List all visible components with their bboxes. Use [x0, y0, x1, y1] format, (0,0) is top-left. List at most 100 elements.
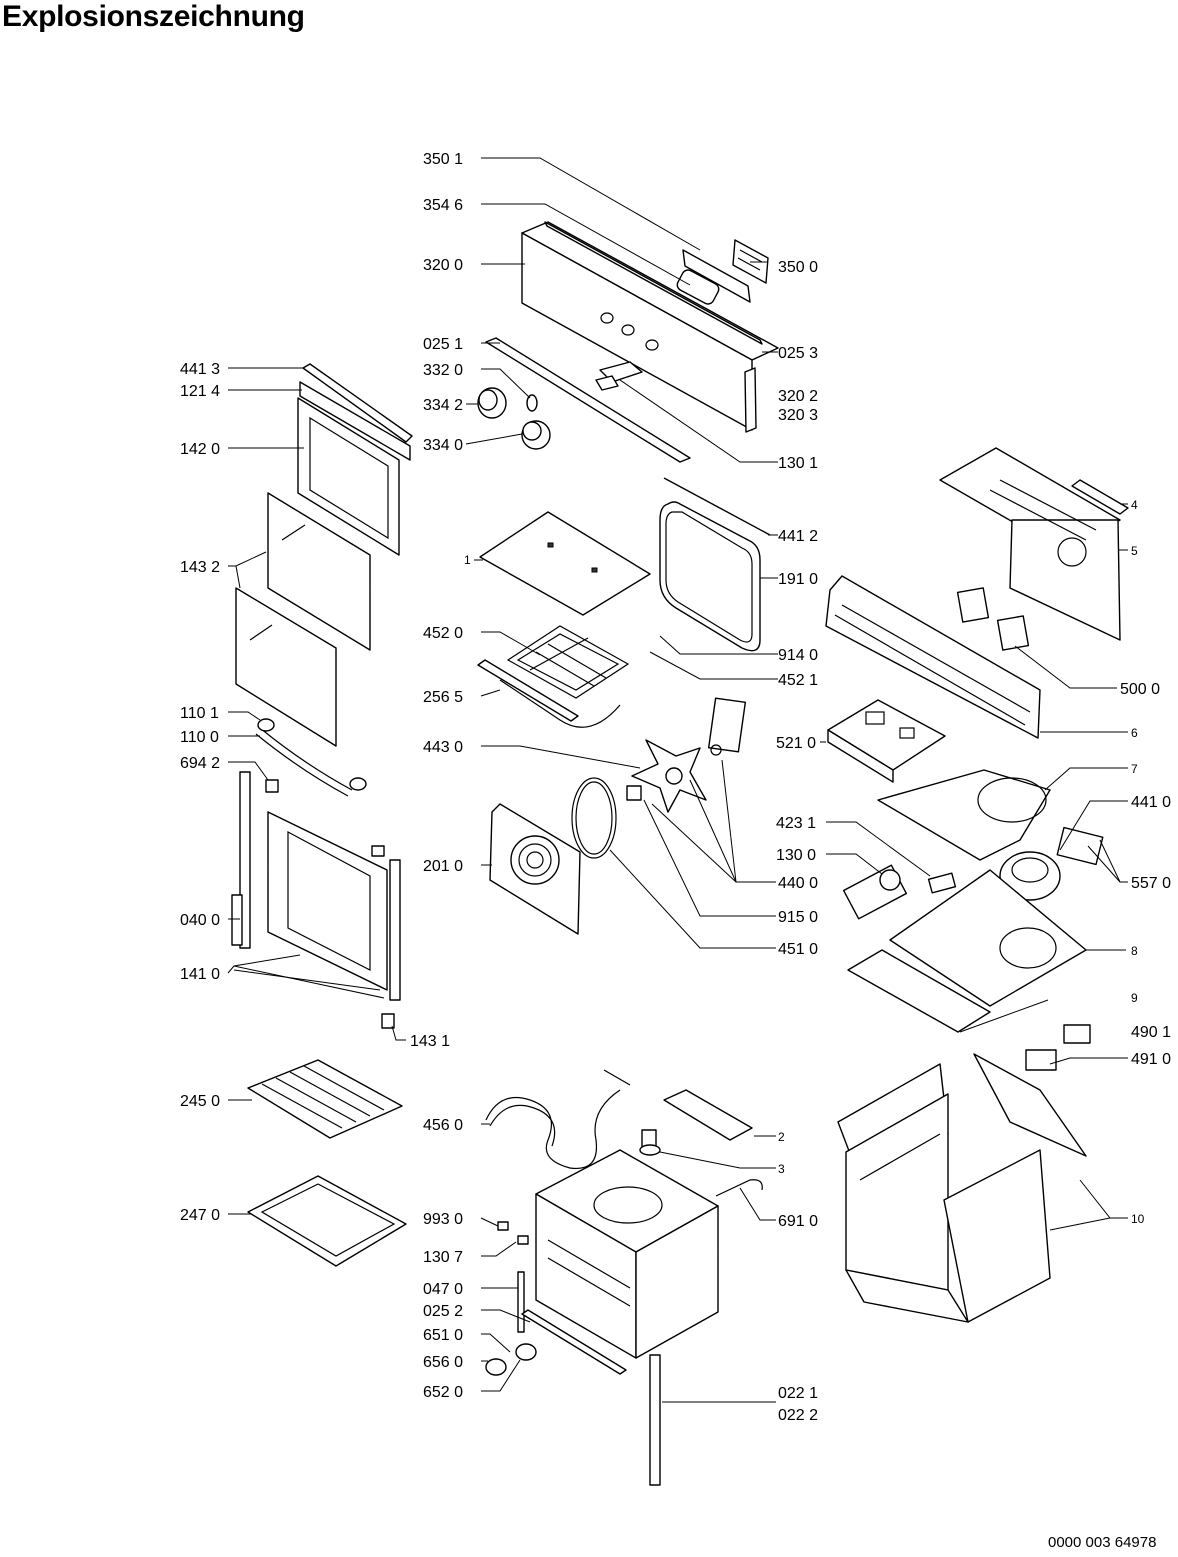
- callout-491-0: 491 0: [1131, 1051, 1171, 1068]
- callout-354-6: 354 6: [423, 197, 463, 214]
- callout-332-0: 332 0: [423, 362, 463, 379]
- callout-423-1: 423 1: [776, 815, 816, 832]
- callout-993-0: 993 0: [423, 1211, 463, 1228]
- callout-443-0: 443 0: [423, 739, 463, 756]
- cooling-duct: [877, 769, 1051, 861]
- terminal-block: [1025, 1024, 1091, 1071]
- bottom-panel: [847, 949, 991, 1033]
- convection-fan: [626, 739, 707, 813]
- callout-557-0: 557 0: [1131, 875, 1171, 892]
- callout-022-1: 022 1: [778, 1385, 818, 1402]
- callout-440-0: 440 0: [778, 875, 818, 892]
- door-seal: [659, 477, 771, 652]
- callout-8: 8: [1131, 944, 1138, 958]
- electronic-module: [676, 239, 769, 305]
- callout-651-0: 651 0: [423, 1327, 463, 1344]
- mounting-rail: [485, 337, 691, 463]
- callout-10: 10: [1131, 1212, 1145, 1226]
- small-fittings: [485, 1221, 627, 1376]
- callout-914-0: 914 0: [778, 647, 818, 664]
- callout-441-3: 441 3: [180, 361, 220, 378]
- control-knobs: [477, 387, 551, 450]
- callout-652-0: 652 0: [423, 1384, 463, 1401]
- bottom-heating-element: [485, 1069, 631, 1170]
- callout-121-4: 121 4: [180, 383, 220, 400]
- callout-691-0: 691 0: [778, 1213, 818, 1230]
- control-panel-fascia: [521, 221, 779, 433]
- document-number: 0000 003 64978: [1048, 1534, 1157, 1551]
- control-panel-frame: [825, 575, 1041, 739]
- callout-6: 6: [1131, 726, 1138, 740]
- callout-490-1: 490 1: [1131, 1024, 1171, 1041]
- callout-320-3: 320 3: [778, 407, 818, 424]
- rear-panel: [489, 803, 581, 935]
- callout-141-0: 141 0: [180, 966, 220, 983]
- oven-cavity: [535, 1149, 719, 1359]
- callout-334-0: 334 0: [423, 437, 463, 454]
- callout-1: 1: [464, 553, 471, 567]
- door-inner-assembly: [231, 771, 401, 1029]
- callout-025-1: 025 1: [423, 336, 463, 353]
- callout-2: 2: [778, 1130, 785, 1144]
- oven-top-cover: [479, 511, 651, 616]
- part-drawings: [231, 221, 1129, 1486]
- callout-201-0: 201 0: [423, 858, 463, 875]
- callout-441-0: 441 0: [1131, 794, 1171, 811]
- callout-025-2: 025 2: [423, 1303, 463, 1320]
- rear-fan-cover: [939, 447, 1129, 641]
- callout-110-0: 110 0: [180, 729, 219, 746]
- callout-9: 9: [1131, 991, 1138, 1005]
- callout-656-0: 656 0: [423, 1354, 463, 1371]
- callout-451-0: 451 0: [778, 941, 818, 958]
- heater-reflector: [477, 659, 579, 722]
- callout-694-2: 694 2: [180, 755, 220, 772]
- callout-441-2: 441 2: [778, 528, 818, 545]
- callout-130-1: 130 1: [778, 455, 818, 472]
- callout-047-0: 047 0: [423, 1281, 463, 1298]
- callout-456-0: 456 0: [423, 1117, 463, 1134]
- timer-programmer: [842, 864, 957, 920]
- cooling-blower: [999, 826, 1104, 901]
- callout-142-0: 142 0: [180, 441, 220, 458]
- callout-247-0: 247 0: [180, 1207, 220, 1224]
- callout-334-2: 334 2: [423, 397, 463, 414]
- page-title: Explosionszeichnung: [2, 0, 305, 33]
- door-glass-panes: [235, 492, 371, 747]
- callout-110-1: 110 1: [180, 705, 219, 722]
- oven-housing: [837, 1053, 1087, 1323]
- callout-191-0: 191 0: [778, 571, 818, 588]
- callout-500-0: 500 0: [1120, 681, 1160, 698]
- callout-256-5: 256 5: [423, 689, 463, 706]
- callout-452-1: 452 1: [778, 672, 818, 689]
- callout-143-1: 143 1: [410, 1033, 450, 1050]
- top-heating-element: [499, 625, 630, 728]
- relays: [956, 587, 1030, 651]
- callout-143-2: 143 2: [180, 559, 220, 576]
- callout-521-0: 521 0: [776, 735, 816, 752]
- callout-7: 7: [1131, 762, 1138, 776]
- callout-025-3: 025 3: [778, 345, 818, 362]
- front-trim-strip: [649, 1354, 661, 1486]
- oven-lamp: [639, 1129, 661, 1156]
- meat-probe: [715, 1179, 763, 1197]
- callout-350-1: 350 1: [423, 151, 463, 168]
- callout-915-0: 915 0: [778, 909, 818, 926]
- door-top-profile: [299, 363, 413, 461]
- callout-350-0: 350 0: [778, 259, 818, 276]
- door-handle: [255, 718, 367, 797]
- mounting-bracket: [663, 1089, 753, 1141]
- fan-motor: [707, 697, 747, 756]
- callout-5: 5: [1131, 544, 1138, 558]
- circular-heating-element: [571, 777, 617, 859]
- circuit-board: [827, 699, 946, 783]
- callout-320-2: 320 2: [778, 388, 818, 405]
- callout-4: 4: [1131, 498, 1138, 512]
- callout-022-2: 022 2: [778, 1407, 818, 1424]
- oven-rack: [247, 1059, 403, 1139]
- callout-3: 3: [778, 1162, 785, 1176]
- callout-labels: 350 1 354 6 320 0 350 0 025 1 025 3 332 …: [180, 151, 1171, 1424]
- callout-245-0: 245 0: [180, 1093, 220, 1110]
- baking-tray: [247, 1175, 407, 1267]
- callout-130-0: 130 0: [776, 847, 816, 864]
